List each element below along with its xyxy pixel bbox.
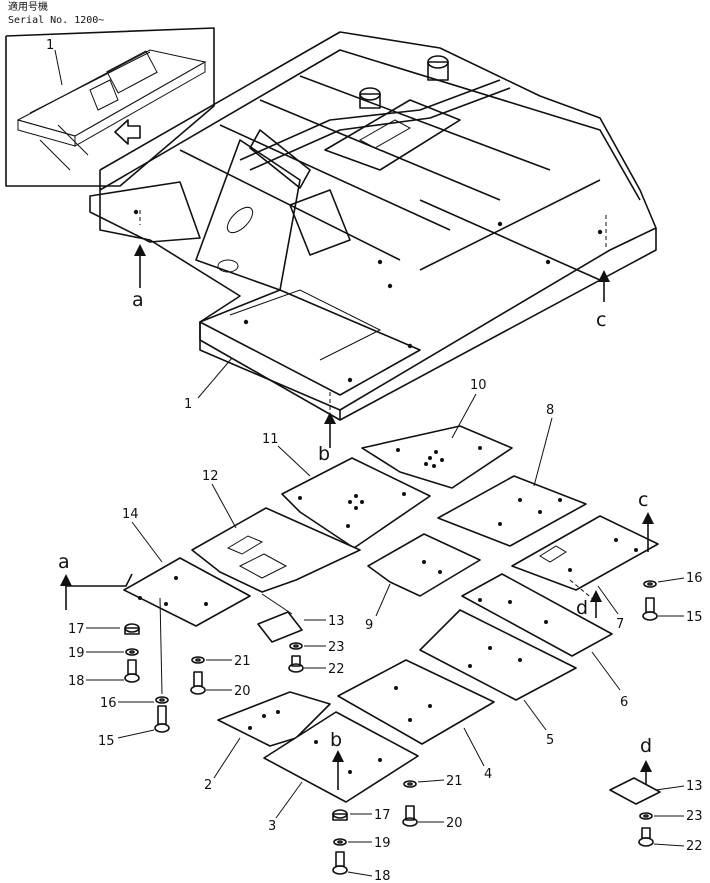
svg-text:8: 8	[546, 403, 554, 418]
fastener-17-bottom: 17	[332, 808, 391, 823]
view-arrow-a-plate: a	[58, 551, 133, 610]
frame-callout-1: 1	[184, 397, 192, 412]
svg-text:2: 2	[204, 778, 212, 793]
svg-text:10: 10	[470, 378, 487, 393]
view-arrow-b-plate: b	[330, 729, 344, 790]
svg-text:20: 20	[446, 816, 463, 831]
fastener-20-bottom: 20	[402, 805, 463, 831]
svg-text:19: 19	[374, 836, 391, 851]
plate-11: 11	[262, 432, 431, 549]
plate-2: 2	[204, 691, 331, 793]
revolving-frame: 1	[89, 31, 657, 421]
svg-text:18: 18	[374, 869, 391, 883]
svg-text:22: 22	[686, 839, 703, 854]
view-arrow-c-plate: c	[638, 489, 654, 552]
svg-text:a: a	[58, 551, 70, 573]
fastener-22-upper: 22	[288, 655, 345, 677]
svg-text:3: 3	[268, 819, 276, 834]
svg-text:23: 23	[328, 640, 345, 655]
fastener-20-left: 20	[190, 671, 251, 699]
fastener-18-left: 18	[68, 659, 140, 689]
svg-text:d: d	[640, 735, 652, 757]
svg-text:c: c	[638, 489, 648, 511]
plate-12: 12	[191, 469, 361, 593]
plate-14: 14	[122, 507, 251, 627]
svg-text:20: 20	[234, 684, 251, 699]
svg-text:23: 23	[686, 809, 703, 824]
svg-text:13: 13	[328, 614, 345, 629]
svg-text:12: 12	[202, 469, 219, 484]
svg-text:4: 4	[484, 767, 492, 782]
svg-text:9: 9	[365, 618, 373, 633]
inset-callout-1: 1	[46, 38, 54, 53]
svg-text:15: 15	[686, 610, 703, 625]
svg-text:18: 18	[68, 674, 85, 689]
svg-text:11: 11	[262, 432, 279, 447]
svg-text:16: 16	[100, 696, 117, 711]
svg-text:22: 22	[328, 662, 345, 677]
fastener-19-bottom: 19	[333, 836, 391, 851]
svg-text:15: 15	[98, 734, 115, 749]
view-arrow-a-frame: a	[132, 244, 146, 311]
view-arrow-c-frame: c	[596, 270, 610, 331]
fastener-15-left: 15	[98, 705, 170, 749]
svg-text:7: 7	[616, 617, 624, 632]
svg-text:17: 17	[68, 622, 85, 637]
plate-8: 8	[437, 403, 587, 547]
fastener-18-bottom: 18	[332, 851, 391, 883]
plate-13-upper: 13	[257, 593, 345, 643]
fastener-15-right: 15	[642, 597, 703, 625]
fastener-16-right: 16	[643, 571, 703, 588]
plate-5: 5	[419, 609, 577, 748]
svg-text:17: 17	[374, 808, 391, 823]
svg-text:c: c	[596, 309, 606, 331]
fastener-23-upper: 23	[289, 640, 345, 655]
fastener-19-left: 19	[68, 646, 139, 661]
plate-10: 10	[361, 378, 513, 489]
svg-text:b: b	[318, 443, 330, 465]
view-d-detail: d 13 23 22	[609, 735, 703, 854]
fastener-16-left: 16	[100, 597, 169, 711]
applicable-model-label: 適用号機	[8, 0, 48, 13]
fastener-21-bottom: 21	[403, 774, 463, 789]
svg-text:b: b	[330, 729, 342, 751]
plate-7: 7	[511, 515, 659, 632]
svg-text:16: 16	[686, 571, 703, 586]
fastener-21-left: 21	[191, 654, 251, 669]
svg-text:5: 5	[546, 733, 554, 748]
svg-text:13: 13	[686, 779, 703, 794]
svg-text:6: 6	[620, 695, 628, 710]
view-arrow-b-frame: b	[318, 412, 336, 465]
inset-detail: 1	[5, 27, 215, 187]
svg-text:21: 21	[446, 774, 463, 789]
plate-4: 4	[337, 659, 495, 782]
fastener-17-left: 17	[68, 622, 140, 637]
svg-text:a: a	[132, 289, 144, 311]
plate-9: 9	[365, 533, 481, 633]
inset-pointer-arrow	[114, 119, 141, 145]
svg-text:d: d	[576, 597, 588, 619]
svg-text:19: 19	[68, 646, 85, 661]
svg-text:21: 21	[234, 654, 251, 669]
serial-number-label: Serial No. 1200~	[8, 15, 104, 26]
svg-text:14: 14	[122, 507, 139, 522]
view-arrow-d-plate: d	[569, 579, 602, 619]
plate-6: 6	[461, 573, 628, 710]
